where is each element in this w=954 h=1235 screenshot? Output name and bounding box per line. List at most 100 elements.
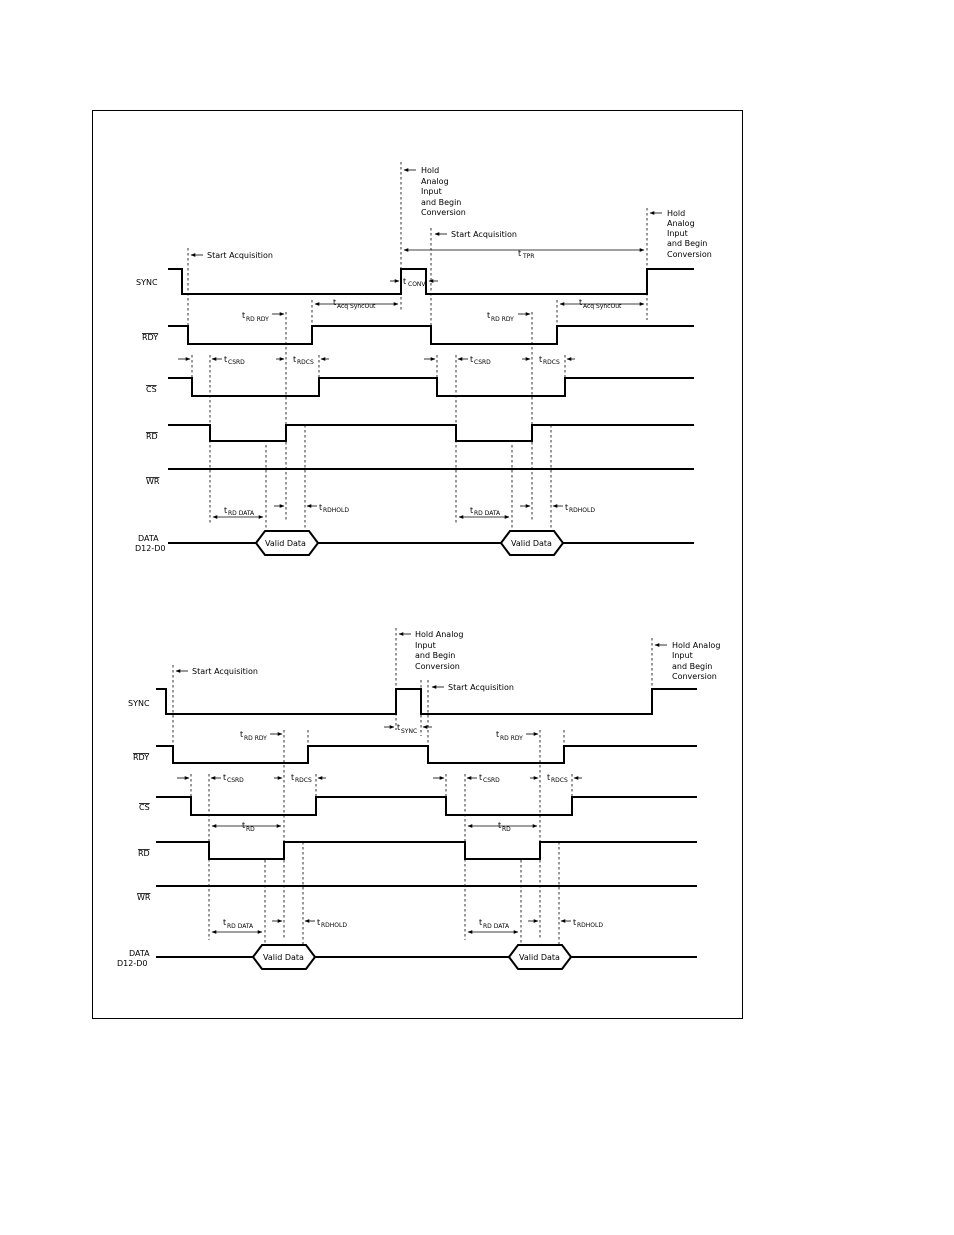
wr-label: WR: [137, 893, 151, 902]
t-label: t: [242, 821, 245, 830]
rd-sub: RD: [502, 826, 511, 833]
rdcs-sub: RDCS: [551, 777, 568, 784]
hold-analog-text: Hold: [421, 166, 439, 175]
t-label: t: [403, 277, 406, 286]
guide-lines: [187, 162, 648, 531]
start-acquisition-label: Start Acquisition: [192, 667, 258, 676]
t-label: t: [579, 298, 582, 307]
data-label-1: DATA: [129, 949, 150, 958]
rd-rdy-sub: RD RDY: [500, 735, 523, 742]
t-label: t: [293, 355, 296, 364]
valid-data-label: Valid Data: [511, 539, 552, 548]
t-label: t: [565, 503, 568, 512]
annotations: Start Acquisition Start Acquisition Hold…: [175, 630, 720, 934]
t-label: t: [397, 723, 400, 732]
rd-data-sub: RD DATA: [483, 923, 510, 930]
data-label-1: DATA: [138, 534, 159, 543]
t-label: t: [224, 355, 227, 364]
hold-analog-text: Conversion: [415, 662, 460, 671]
hold-analog-text: and Begin: [667, 239, 707, 248]
valid-data-label: Valid Data: [519, 953, 560, 962]
rd-waveform: [168, 424, 694, 442]
t-label: t: [539, 355, 542, 364]
rd-rdy-sub: RD RDY: [246, 316, 269, 323]
hold-analog-text: Input: [421, 187, 442, 196]
valid-data-label: Valid Data: [265, 539, 306, 548]
hold-analog-text: Analog: [667, 219, 695, 228]
hold-analog-text: and Begin: [672, 662, 712, 671]
hold-analog-text: Conversion: [672, 672, 717, 681]
cs-label: CS: [146, 385, 157, 394]
sync-label: SYNC: [128, 699, 150, 708]
data-bus: Valid Data Valid Data: [168, 530, 694, 556]
hold-analog-text: Hold Analog: [415, 630, 463, 639]
hold-analog-text: Input: [672, 651, 693, 660]
data-bus: Valid Data Valid Data: [156, 944, 697, 970]
hold-analog-text: and Begin: [415, 651, 455, 660]
bottom-timing-diagram: SYNC RDY CS RD WR DATA D12-D0 Valid Data…: [117, 628, 720, 970]
rdcs-sub: RDCS: [295, 777, 312, 784]
rdhold-sub: RDHOLD: [577, 922, 603, 929]
t-label: t: [518, 249, 521, 258]
t-label: t: [291, 773, 294, 782]
rd-data-sub: RD DATA: [474, 510, 501, 517]
wr-label: WR: [146, 477, 160, 486]
rd-sub: RD: [246, 826, 255, 833]
rd-rdy-sub: RD RDY: [491, 316, 514, 323]
acq-syncout-sub: Acq SyncOut: [337, 303, 376, 310]
rdhold-sub: RDHOLD: [569, 507, 595, 514]
annotations: Start Acquisition Start Acquisition Hold…: [178, 166, 712, 519]
cs-label: CS: [139, 803, 150, 812]
rd-data-sub: RD DATA: [227, 923, 254, 930]
hold-analog-text: and Begin: [421, 198, 461, 207]
valid-data-label: Valid Data: [263, 953, 304, 962]
tpr-sub: TPR: [522, 253, 534, 260]
cs-waveform: [156, 796, 697, 816]
t-label: t: [317, 918, 320, 927]
hold-analog-text: Conversion: [667, 250, 712, 259]
rd-label: RD: [138, 849, 150, 858]
t-label: t: [470, 506, 473, 515]
t-label: t: [223, 918, 226, 927]
t-label: t: [496, 730, 499, 739]
t-label: t: [498, 821, 501, 830]
sync-waveform: [168, 268, 694, 295]
t-label: t: [242, 311, 245, 320]
csrd-sub: CSRD: [483, 777, 500, 784]
rdcs-sub: RDCS: [297, 359, 314, 366]
t-label: t: [333, 298, 336, 307]
rdhold-sub: RDHOLD: [323, 507, 349, 514]
guide-lines: [172, 628, 653, 945]
rd-waveform: [156, 841, 697, 860]
hold-analog-text: Analog: [421, 177, 449, 186]
acq-syncout-sub: Acq SyncOut: [583, 303, 622, 310]
t-label: t: [224, 506, 227, 515]
t-label: t: [547, 773, 550, 782]
rdy-label: RDY: [142, 333, 158, 342]
hold-analog-text: Hold Analog: [672, 641, 720, 650]
t-label: t: [319, 503, 322, 512]
hold-analog-text: Input: [415, 641, 436, 650]
start-acquisition-label: Start Acquisition: [207, 251, 273, 260]
hold-analog-text: Input: [667, 229, 688, 238]
t-label: t: [479, 918, 482, 927]
hold-analog-text: Conversion: [421, 208, 466, 217]
rd-data-sub: RD DATA: [228, 510, 255, 517]
rd-rdy-sub: RD RDY: [244, 735, 267, 742]
t-label: t: [479, 773, 482, 782]
t-label: t: [223, 773, 226, 782]
rdy-label: RDY: [133, 753, 149, 762]
data-label-2: D12-D0: [135, 544, 165, 553]
t-label: t: [240, 730, 243, 739]
csrd-sub: CSRD: [228, 359, 245, 366]
rdy-waveform: [156, 745, 697, 764]
csrd-sub: CSRD: [474, 359, 491, 366]
t-label: t: [470, 355, 473, 364]
csrd-sub: CSRD: [227, 777, 244, 784]
hold-analog-text: Hold: [667, 209, 685, 218]
rdcs-sub: RDCS: [543, 359, 560, 366]
sync-waveform: [156, 688, 697, 715]
start-acquisition-label: Start Acquisition: [451, 230, 517, 239]
start-acquisition-label: Start Acquisition: [448, 683, 514, 692]
